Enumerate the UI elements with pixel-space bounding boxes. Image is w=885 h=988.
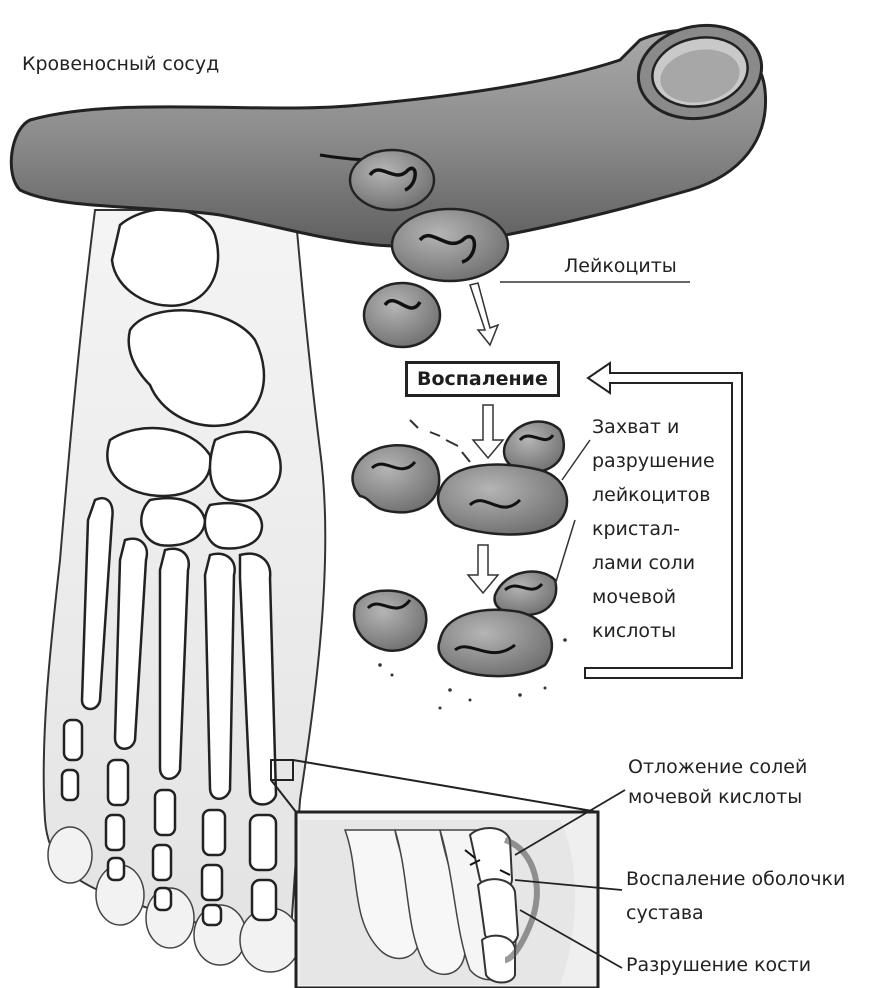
capture-pointer-2 <box>555 520 575 585</box>
label-blood-vessel: Кровеносный сосуд <box>22 53 219 76</box>
label-capture: Захват и разрушение лейкоцитов кристал- … <box>592 410 715 648</box>
label-capsule-line: Воспаление оболочки <box>626 862 845 896</box>
label-capsule-inflammation: Воспаление оболочки сустава <box>626 862 845 930</box>
label-uric-deposit-line: мочевой кислоты <box>628 782 807 812</box>
label-capture-line: разрушение <box>592 444 715 478</box>
label-capture-line: кристал- <box>592 512 715 546</box>
label-leukocytes: Лейкоциты <box>564 255 677 278</box>
captured-cells <box>353 420 568 534</box>
label-capture-line: лейкоцитов <box>592 478 715 512</box>
label-uric-deposit-line: Отложение солей <box>628 752 807 782</box>
label-capsule-line: сустава <box>626 896 845 930</box>
arrow-down-1 <box>473 405 503 458</box>
zoom-connector-top <box>293 760 598 812</box>
label-uric-deposit: Отложение солей мочевой кислоты <box>628 752 807 812</box>
label-capture-line: Захват и <box>592 410 715 444</box>
label-capture-line: кислоты <box>592 614 715 648</box>
joint-inset <box>296 812 598 988</box>
label-inflammation: Воспаление <box>405 361 560 397</box>
arrow-down-2 <box>468 545 498 593</box>
capture-pointer-1 <box>562 440 590 480</box>
label-capture-line: мочевой <box>592 580 715 614</box>
destroyed-cells <box>354 572 567 710</box>
arrow-to-inflammation <box>470 283 498 345</box>
label-bone-destruction: Разрушение кости <box>626 954 811 977</box>
label-capture-line: лами соли <box>592 546 715 580</box>
